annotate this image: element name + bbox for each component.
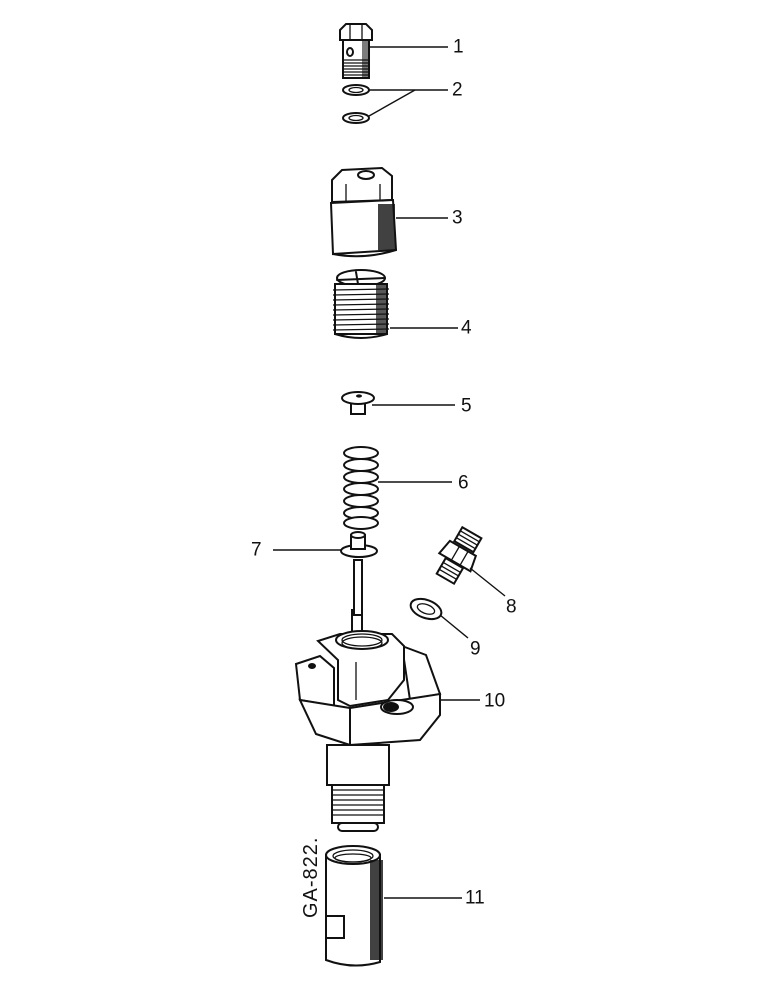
part-8-connector (435, 525, 483, 586)
part-3-cap-nut (329, 166, 398, 258)
callout-11: 11 (465, 887, 485, 909)
part-4-threaded-cap (332, 269, 390, 339)
callout-4: 4 (461, 317, 472, 339)
part-5-shim (341, 391, 375, 415)
part-6-spring (343, 446, 379, 530)
reference-code: GA-822. (300, 836, 322, 918)
callout-5: 5 (461, 395, 472, 417)
part-2-washers (342, 84, 370, 124)
leader-9 (439, 614, 469, 639)
part-1-banjo-bolt (339, 23, 373, 79)
part-10-injector-body (294, 630, 442, 832)
callout-8: 8 (506, 596, 517, 618)
part-11-nozzle-cap-nut (325, 845, 383, 967)
callout-3: 3 (452, 207, 463, 229)
callout-1: 1 (453, 36, 464, 58)
callout-9: 9 (470, 638, 481, 660)
part-9-sealing-ring (409, 597, 443, 621)
callout-7: 7 (251, 539, 262, 561)
callout-2: 2 (452, 79, 463, 101)
callout-10: 10 (484, 690, 506, 712)
leader-8 (469, 567, 506, 597)
callout-6: 6 (458, 472, 469, 494)
